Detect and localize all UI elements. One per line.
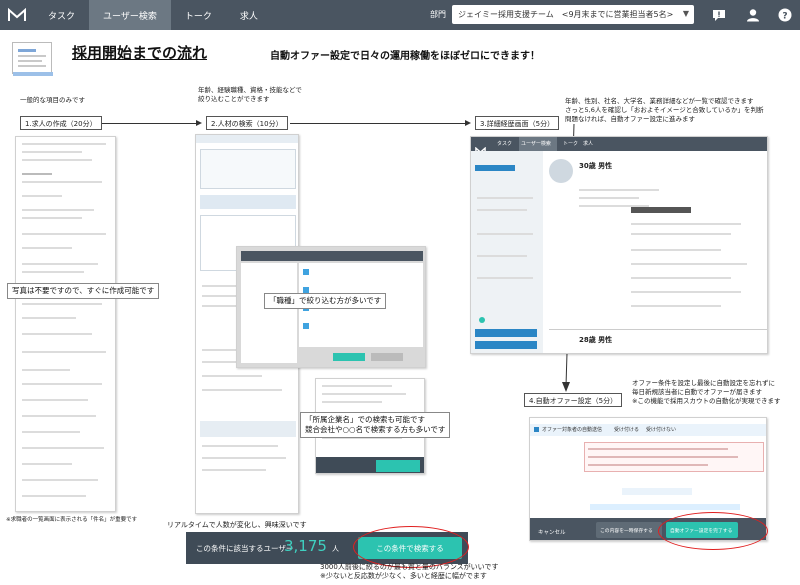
candidate1-name: 30歳 男性 <box>579 162 613 170</box>
step3-note: 年齢、性別、社名、大学名、業務詳細などが一覧で確認できます さっと5,6人を確認… <box>565 97 764 123</box>
document-icon <box>12 42 53 76</box>
detail-tab-search: ユーザー検索 <box>521 141 551 147</box>
result-count-unit: 人 <box>332 545 339 553</box>
realtime-note: リアルタイムで人数が変化し、興味深いです <box>167 521 307 529</box>
candidate2-name: 28歳 男性 <box>579 336 613 344</box>
tab-user-search[interactable]: ユーザー検索 <box>89 0 171 30</box>
step2-note: 年齢、経験職種、資格・技能などで 絞り込むことができます <box>198 86 302 103</box>
job-form-screenshot <box>15 136 116 512</box>
dept-select[interactable]: ジェイミー採用支援チーム <9月末までに営業担当者5名> ▼ <box>452 5 694 24</box>
step1-box: 1.求人の作成（20分） <box>20 116 102 130</box>
dept-select-value: ジェイミー採用支援チーム <9月末までに営業担当者5名> <box>458 10 674 19</box>
step3-box: 3.詳細経歴画面（5分） <box>475 116 560 130</box>
detail-tab-task: タスク <box>497 141 513 147</box>
step4-box: 4.自動オファー設定（5分） <box>524 393 623 407</box>
detail-tab-talk: トーク <box>563 141 579 147</box>
step2-box: 2.人材の検索（10分） <box>206 116 288 130</box>
chevron-down-icon: ▼ <box>682 9 689 18</box>
user-icon[interactable] <box>744 6 762 24</box>
detail-screenshot: タスク ユーザー検索 トーク 求人 30歳 男性 28歳 男性 <box>470 136 768 354</box>
detail-tab-jobs: 求人 <box>583 141 594 147</box>
cancel-button[interactable]: キャンセル <box>538 530 566 536</box>
highlight-ellipse-offer <box>658 512 768 550</box>
occupation-callout: 「職種」で絞り込む方が多いです <box>264 293 387 309</box>
tab-task[interactable]: タスク <box>48 11 76 22</box>
tab-talk[interactable]: トーク <box>184 11 212 22</box>
tab-jobs[interactable]: 求人 <box>239 11 258 22</box>
auto-offer-toggle-label: オファー対象者の自動送信 <box>542 427 603 433</box>
help-icon[interactable]: ? <box>776 6 794 24</box>
auto-offer-on[interactable]: 受け付ける <box>614 427 640 433</box>
step1-note: 一般的な項目のみです <box>20 96 85 104</box>
step4-note: オファー条件を設定し最後に自動設定を忘れずに 毎日新規該当者に自動でオファーが届… <box>632 379 781 405</box>
result-count-label: この条件に該当するユーザー <box>196 544 294 553</box>
top-nav: タスク ユーザー検索 トーク 求人 部門 ジェイミー採用支援チーム <9月末まで… <box>0 0 800 30</box>
page-title: 採用開始までの流れ <box>72 44 208 62</box>
dept-label: 部門 <box>430 10 446 19</box>
footnote: ※求職者の一覧画面に表示される「件名」が重要です <box>6 517 138 523</box>
auto-offer-off[interactable]: 受け付けない <box>646 427 677 433</box>
message-icon[interactable] <box>710 6 728 24</box>
photo-callout: 写真は不要ですので、すぐに作成可能です <box>7 283 160 299</box>
company-callout: 「所属企業名」での検索も可能です 競合会社や○○名で検索する方も多いです <box>300 412 451 438</box>
svg-text:?: ? <box>782 12 787 22</box>
highlight-ellipse <box>353 526 469 568</box>
balance-note: 3000人前後に絞るのが最も質と量のバランスがいいです ※少ないと反応数が少なく… <box>320 563 499 580</box>
app-logo[interactable] <box>0 0 34 30</box>
page-subtitle: 自動オファー設定で日々の運用稼働をほぼゼロにできます！ <box>270 51 540 62</box>
result-count: 3,175 <box>284 537 327 555</box>
temp-save-button[interactable]: この内容を一時保存する <box>600 529 653 534</box>
